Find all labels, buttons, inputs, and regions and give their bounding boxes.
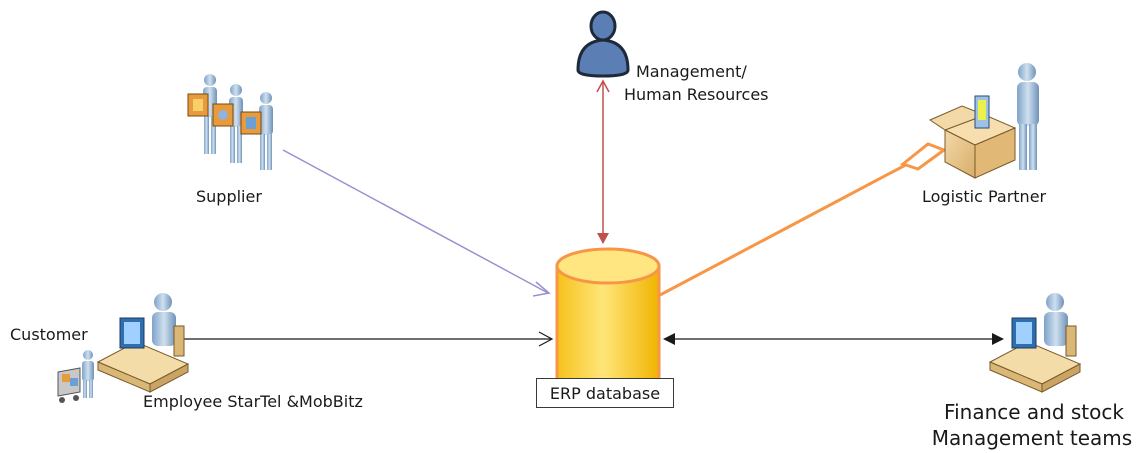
finance-label-line2: Management teams bbox=[931, 426, 1133, 450]
employee-label: Employee StarTel &MobBitz bbox=[143, 392, 363, 411]
logistic-partner-label: Logistic Partner bbox=[922, 187, 1047, 206]
management-link bbox=[596, 79, 610, 244]
logistic-link bbox=[659, 142, 948, 297]
employee-link bbox=[180, 331, 554, 347]
management-label-line1: Management/ bbox=[636, 62, 747, 81]
supplier-link bbox=[282, 149, 551, 297]
office-worker-desk-icon bbox=[988, 293, 1082, 393]
supplier-group-icon bbox=[187, 74, 273, 170]
person-silhouette-icon bbox=[576, 10, 630, 78]
customer-label: Customer bbox=[10, 325, 88, 344]
management-label-line2: Human Resources bbox=[624, 85, 769, 104]
finance-link bbox=[663, 333, 1004, 345]
logistic-worker-box-icon bbox=[928, 63, 1039, 179]
erp-database-label: ERP database bbox=[536, 378, 674, 408]
finance-label-line1: Finance and stock bbox=[944, 400, 1124, 424]
database-cylinder-icon bbox=[555, 247, 661, 393]
shopping-cart-person-icon bbox=[57, 350, 94, 403]
office-worker-desk-icon bbox=[96, 293, 190, 393]
supplier-label: Supplier bbox=[196, 187, 262, 206]
